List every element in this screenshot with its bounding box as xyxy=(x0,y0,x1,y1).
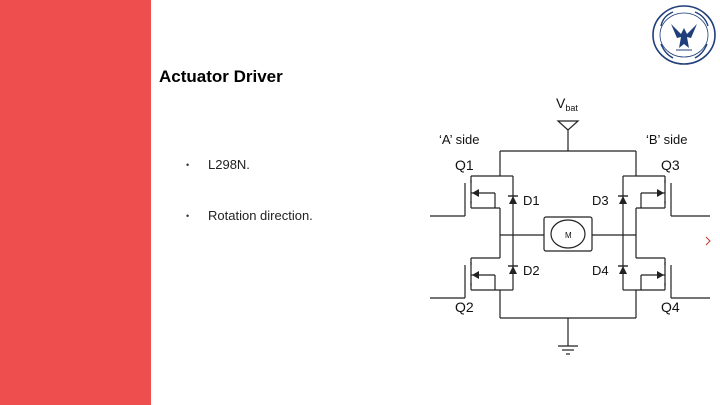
vbat-label: Vbat xyxy=(556,95,578,113)
side-a-label: ‘A’ side xyxy=(439,132,479,147)
slide-accent-sidebar xyxy=(0,0,151,405)
slide-edge-marker-icon xyxy=(705,236,711,246)
slide-title: Actuator Driver xyxy=(159,67,283,86)
bullet-item-rotation: • Rotation direction. xyxy=(186,208,313,223)
d3-diode-symbol xyxy=(619,196,627,204)
eagle-icon xyxy=(671,24,697,48)
side-b-label: ‘B’ side xyxy=(646,132,687,147)
university-logo xyxy=(652,5,716,65)
d1-diode-symbol xyxy=(509,196,517,204)
d1-label: D1 xyxy=(523,193,540,208)
d4-label: D4 xyxy=(592,263,609,278)
d2-label: D2 xyxy=(523,263,540,278)
q2-label: Q2 xyxy=(455,299,474,315)
d4-diode-symbol xyxy=(619,266,627,274)
motor-box xyxy=(543,216,593,252)
d3-label: D3 xyxy=(592,193,609,208)
bullet-text: Rotation direction. xyxy=(208,208,313,223)
bullet-marker: • xyxy=(186,210,190,221)
h-bridge-diagram: Vbat ‘A’ side ‘B’ side Q1 Q2 Q3 Q4 D1 D2… xyxy=(430,95,710,355)
q1-transistor-symbol xyxy=(430,175,500,217)
q4-label: Q4 xyxy=(661,299,680,315)
q1-label: Q1 xyxy=(455,157,474,173)
bullet-item-l298n: • L298N. xyxy=(186,157,250,172)
bullet-text: L298N. xyxy=(208,157,250,172)
motor-label: M xyxy=(565,231,572,240)
q3-label: Q3 xyxy=(661,157,680,173)
q4-transistor-symbol xyxy=(636,257,710,299)
d2-diode-symbol xyxy=(509,266,517,274)
q2-transistor-symbol xyxy=(430,257,500,299)
bullet-marker: • xyxy=(186,159,190,170)
q3-transistor-symbol xyxy=(636,175,710,217)
motor-circle xyxy=(550,219,586,249)
